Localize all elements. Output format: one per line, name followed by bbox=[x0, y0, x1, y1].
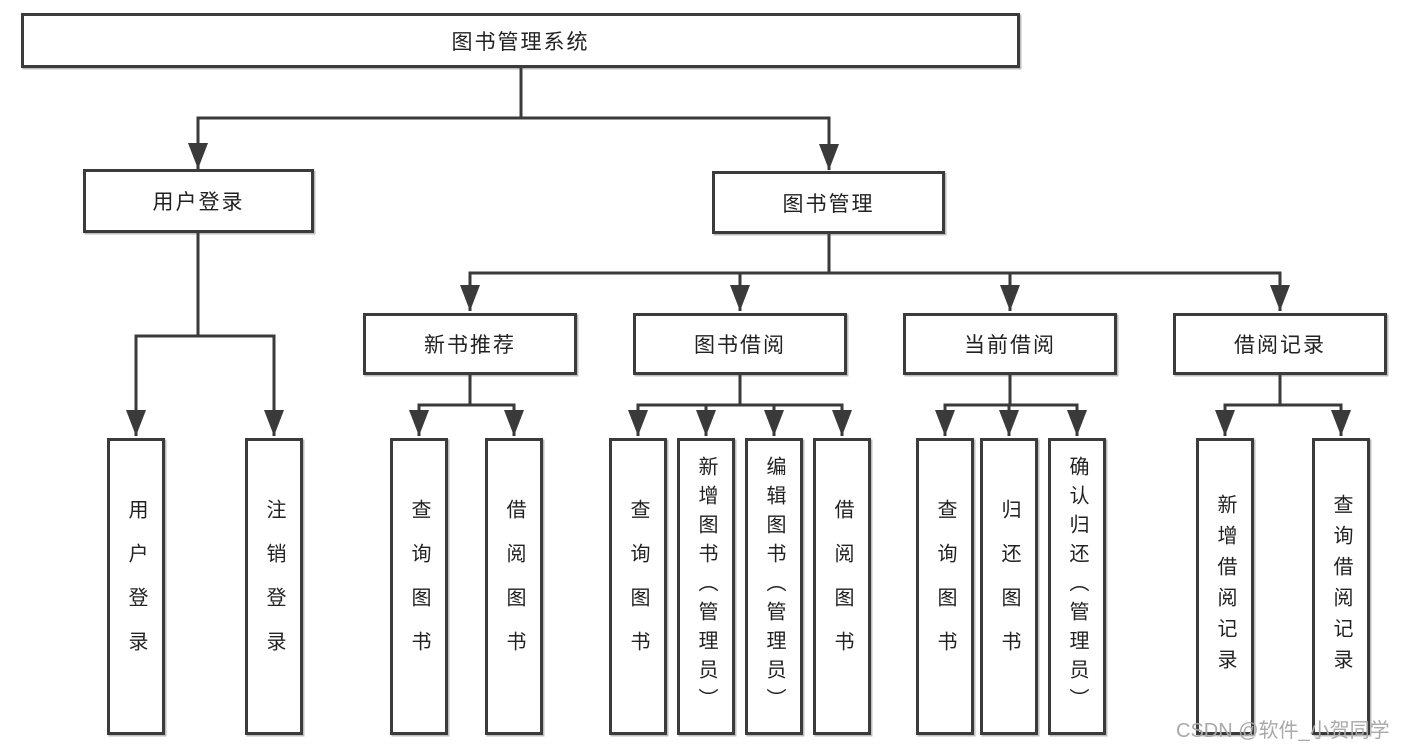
node-new-book-recommend-label: 新书推荐 bbox=[424, 333, 516, 357]
leaf-user-login: 用户登录 bbox=[107, 438, 165, 735]
leaf-nbr-borrow-books-label: 借阅图书 bbox=[503, 498, 525, 675]
leaf-bb-query-books: 查询图书 bbox=[609, 438, 667, 735]
node-root-label: 图书管理系统 bbox=[451, 29, 590, 54]
node-current-borrow-label: 当前借阅 bbox=[964, 333, 1056, 357]
leaf-br-add-record: 新增借阅记录 bbox=[1196, 438, 1254, 735]
leaf-bb-edit-books: 编辑图书（管理员） bbox=[745, 438, 803, 735]
leaf-bb-edit-books-label: 编辑图书（管理员） bbox=[763, 456, 785, 717]
node-current-borrow: 当前借阅 bbox=[903, 313, 1117, 375]
leaf-cb-return-books-label: 归还图书 bbox=[998, 498, 1020, 675]
node-book-borrow: 图书借阅 bbox=[633, 313, 847, 375]
node-user-login: 用户登录 bbox=[83, 169, 314, 233]
node-borrow-records-label: 借阅记录 bbox=[1234, 333, 1326, 357]
leaf-logout-label: 注销登录 bbox=[263, 498, 285, 675]
node-user-login-label: 用户登录 bbox=[152, 190, 245, 214]
leaf-nbr-query-books-label: 查询图书 bbox=[408, 498, 430, 675]
leaf-bb-borrow-books-label: 借阅图书 bbox=[831, 498, 853, 675]
leaf-nbr-borrow-books: 借阅图书 bbox=[485, 438, 543, 735]
leaf-cb-return-books: 归还图书 bbox=[980, 438, 1038, 735]
leaf-br-query-record-label: 查询借阅记录 bbox=[1330, 493, 1352, 680]
leaf-logout: 注销登录 bbox=[245, 438, 303, 735]
node-book-borrow-label: 图书借阅 bbox=[694, 333, 786, 357]
node-new-book-recommend: 新书推荐 bbox=[363, 313, 577, 375]
leaf-cb-query-books: 查询图书 bbox=[916, 438, 974, 735]
leaf-br-query-record: 查询借阅记录 bbox=[1312, 438, 1370, 735]
leaf-bb-borrow-books: 借阅图书 bbox=[813, 438, 871, 735]
leaf-nbr-query-books: 查询图书 bbox=[390, 438, 448, 735]
node-root: 图书管理系统 bbox=[21, 13, 1020, 68]
leaf-bb-query-books-label: 查询图书 bbox=[627, 498, 649, 675]
leaf-bb-add-books-label: 新增图书（管理员） bbox=[695, 456, 717, 717]
connector-group bbox=[126, 68, 1351, 436]
leaf-cb-confirm-return: 确认归还（管理员） bbox=[1048, 438, 1106, 735]
leaf-cb-confirm-return-label: 确认归还（管理员） bbox=[1066, 456, 1088, 717]
node-borrow-records: 借阅记录 bbox=[1173, 313, 1387, 375]
leaf-cb-query-books-label: 查询图书 bbox=[934, 498, 956, 675]
leaf-br-add-record-label: 新增借阅记录 bbox=[1214, 493, 1236, 680]
leaf-user-login-label: 用户登录 bbox=[125, 498, 147, 675]
csdn-watermark: CSDN @软件_小贺同学 bbox=[1176, 720, 1390, 742]
node-book-management-label: 图书管理 bbox=[782, 191, 875, 216]
node-book-management: 图书管理 bbox=[712, 171, 945, 234]
leaf-bb-add-books: 新增图书（管理员） bbox=[677, 438, 735, 735]
